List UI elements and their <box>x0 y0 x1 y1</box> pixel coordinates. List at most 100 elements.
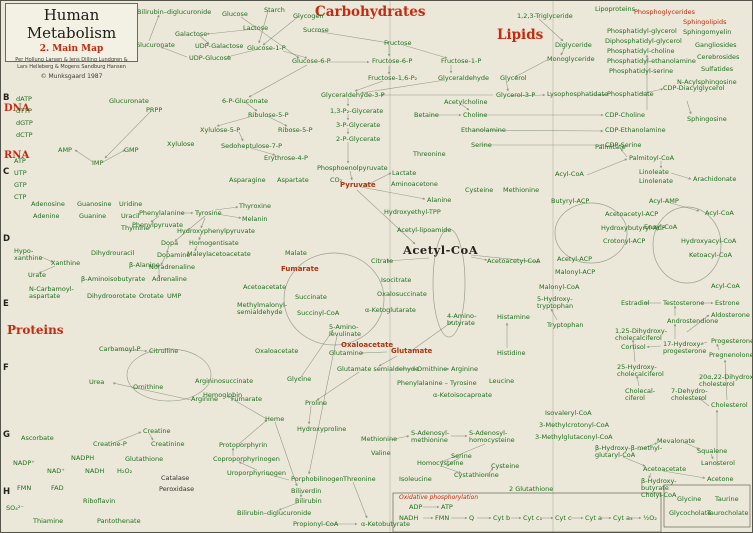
node-label: Taurocholate <box>707 509 749 517</box>
node-label: Threonine <box>413 150 446 158</box>
node-label: E <box>3 299 9 309</box>
node-label: Sphingolipids <box>683 18 727 26</box>
node-label: Glycocholate <box>669 509 712 517</box>
node-label: Phosphatidyl-choline <box>607 47 675 55</box>
node-label: CDP-Diacylglycerol <box>663 84 725 92</box>
node-label: Androstendione <box>667 317 719 325</box>
node-label: Porphobilinogen <box>291 475 344 483</box>
node-label: Guanine <box>79 212 107 220</box>
node-label: Oxidative phosphorylation <box>399 494 479 501</box>
node-label: Hypo- xanthine <box>14 247 43 263</box>
node-label: Phosphatidyl-ethanolamine <box>607 57 696 65</box>
node-label: Succinyl-CoA <box>297 309 340 317</box>
node-label: Glycogen <box>293 12 324 20</box>
node-label: Ascorbate <box>21 434 54 442</box>
node-label: Uracil <box>121 212 140 220</box>
node-label: Catalase <box>161 474 190 482</box>
node-label: FMN <box>17 484 32 492</box>
node-label: 3-Methylglutaconyl-CoA <box>535 433 613 441</box>
node-label: Lactose <box>243 24 269 32</box>
node-label: Homogentisate <box>189 239 239 247</box>
node-label: Peroxidase <box>159 485 195 493</box>
node-label: 4-Amino- butyrate <box>447 312 477 328</box>
node-label: Phosphoenolpyruvate <box>317 164 388 172</box>
node-label: α-Ketoisocaproate <box>433 391 492 399</box>
node-label: Serine <box>471 141 492 149</box>
node-label: CDP-Serine <box>605 141 642 149</box>
node-label: C <box>3 167 10 177</box>
node-label: dATP <box>16 95 32 103</box>
node-label: Methionine <box>361 435 398 443</box>
map-copyright: © Munksgaard 1987 <box>40 73 103 80</box>
node-label: β-Hydroxy-β-methyl- glutaryl-CoA <box>595 444 663 460</box>
node-label: Glycerol <box>500 74 527 82</box>
node-label: UTP <box>14 169 27 177</box>
node-label: Aspartate <box>277 176 309 184</box>
node-label: UDP-Glucose <box>189 54 232 62</box>
node-label: Uridine <box>119 200 143 208</box>
node-label: Glucose-1-P <box>247 44 286 52</box>
node-label: Glucose-6-P <box>292 57 331 65</box>
node-label: Oxaloacetate <box>341 341 394 349</box>
node-label: Fumarate <box>281 265 319 273</box>
node-label: Citrate <box>371 257 394 265</box>
node-label: Proline <box>305 399 328 407</box>
node-label: Estrone <box>715 299 740 307</box>
node-label: Arginine <box>451 365 478 373</box>
node-label: PRPP <box>146 106 163 114</box>
node-label: Starch <box>264 6 285 14</box>
node-label: Threonine <box>343 475 376 483</box>
node-label: Aldosterone <box>711 311 750 319</box>
node-label: ½O₂ <box>643 514 658 522</box>
node-label: Thiamine <box>33 517 64 525</box>
node-label: Tryptophan <box>547 321 584 329</box>
node-label: Malate <box>285 249 307 257</box>
node-label: Acetoacetate <box>643 465 687 473</box>
node-label: Isovaleryl-CoA <box>545 409 592 417</box>
node-label: Q <box>469 514 475 522</box>
node-label: 20α,22-Dihydroxy- cholesterol <box>699 373 753 389</box>
node-label: Histamine <box>497 313 530 321</box>
node-label: Cyt c₁ <box>523 514 543 522</box>
node-label: Choline <box>463 111 488 119</box>
node-label: Isoleucine <box>399 475 432 483</box>
node-label: Noradrenaline <box>149 263 195 271</box>
node-label: 6-P-Gluconate <box>222 97 269 105</box>
node-label: G <box>3 430 10 440</box>
reaction-arrows <box>38 10 728 526</box>
node-label: Adenosine <box>31 200 65 208</box>
node-label: UDP-Glucuronate <box>119 41 175 49</box>
node-label: Taurine <box>715 495 739 503</box>
node-label: Hydroxyproline <box>297 425 347 433</box>
node-label: F <box>3 363 9 373</box>
node-label: Citrulline <box>149 347 179 355</box>
node-label: Acetone <box>707 475 734 483</box>
node-label: Sphingomyelin <box>683 28 732 36</box>
node-label: Glutamine <box>329 349 363 357</box>
node-label: Cyt a₃ <box>613 514 633 522</box>
node-label: S-Adenosyl- methionine <box>411 429 450 445</box>
node-label: Maleylacetoacetate <box>187 250 251 258</box>
node-label: 1,2,3-Triglyceride <box>517 12 573 20</box>
map-title: Human Metabolism <box>26 6 117 42</box>
node-label: CO₂ <box>330 176 343 184</box>
node-label: Bilirubin–diglucuronide <box>237 509 312 517</box>
node-label: Lanosterol <box>701 459 735 467</box>
node-label: Tyrosine <box>195 209 222 217</box>
node-label: Mevalonate <box>657 437 695 445</box>
node-label: Acetyl-CoA <box>403 243 479 257</box>
node-label: 2 Glutathione <box>509 485 554 493</box>
node-label: Acyl-CoA <box>555 170 584 178</box>
node-label: Hydroxybutyryl-ACP <box>601 224 666 232</box>
node-label: Cysteine <box>491 462 520 470</box>
node-label: NADH <box>399 514 419 522</box>
node-label: Ornithine <box>133 383 164 391</box>
node-label: GTP <box>14 181 27 189</box>
node-label: Aminoacetone <box>391 180 438 188</box>
node-label: Dopamine <box>157 251 191 259</box>
node-label: Glutathione <box>125 455 164 463</box>
node-label: Palmitoyl-CoA <box>629 154 675 162</box>
node-label: 25-Hydroxy- cholecalciferol <box>617 363 664 379</box>
node-label: Glucose <box>222 10 248 18</box>
